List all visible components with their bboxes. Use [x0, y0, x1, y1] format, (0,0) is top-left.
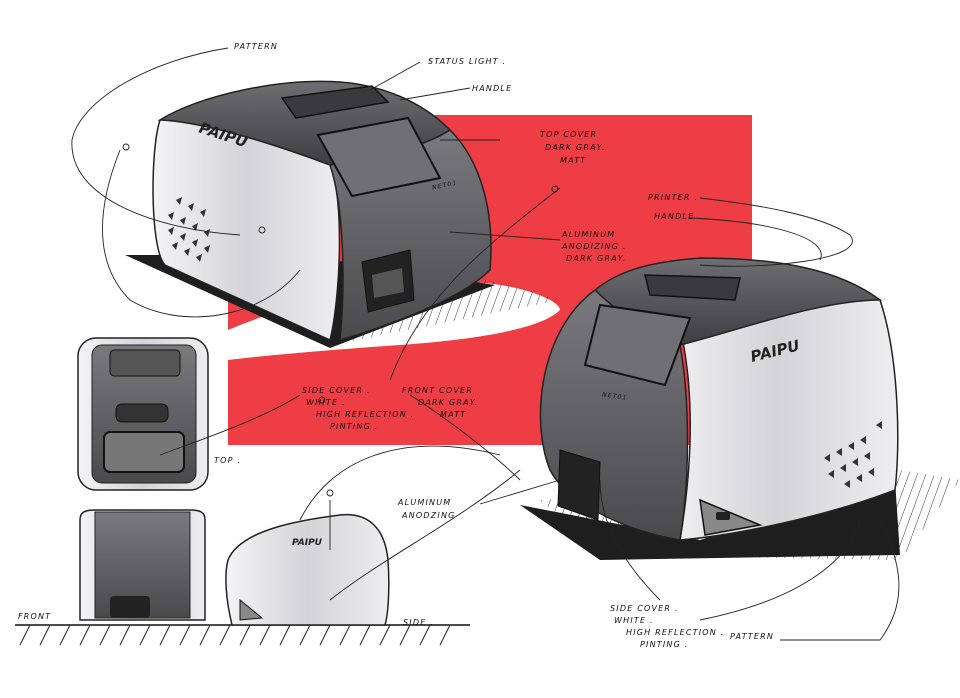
label-front-view: FRONT	[18, 612, 52, 621]
label-side-view: SIDE .	[403, 618, 434, 627]
label-side-cover-left-finish: HIGH REFLECTION .	[316, 410, 415, 419]
label-side-cover-right-coating: PINTING .	[640, 640, 689, 649]
label-front-cover: FRONT COVER	[402, 386, 474, 395]
label-top-cover: TOP COVER	[540, 130, 598, 139]
label-side-cover-right-finish: HIGH REFLECTION .	[626, 628, 725, 637]
label-top-cover-finish: MATT	[560, 156, 587, 165]
label-aluminum-anodizing-process: ANODZING	[402, 511, 456, 520]
top-view-render	[77, 337, 209, 491]
label-side-cover-left-coating: PINTING .	[330, 422, 379, 431]
label-front-cover-finish: MATT	[440, 410, 467, 419]
side-view-render: PAIPU	[225, 513, 390, 626]
label-side-cover-right-color: WHITE .	[614, 616, 654, 625]
label-top-view: TOP .	[214, 456, 242, 465]
label-top-cover-color: DARK GRAY.	[545, 143, 606, 152]
label-aluminum-anodizing: ALUMINUM	[398, 498, 452, 507]
brand-logo-side: PAIPU	[292, 538, 323, 548]
label-printer: PRINTER .	[648, 193, 699, 202]
main-printer-render: PAIPU	[125, 80, 560, 348]
construction-lines	[71, 47, 900, 641]
label-side-cover-left: SIDE COVER .	[302, 386, 371, 395]
label-aluminum-dark-color: DARK GRAY.	[566, 254, 627, 263]
right-printer-render: PAIPU	[520, 257, 960, 560]
label-aluminum-dark: ALUMINUM	[562, 230, 616, 239]
label-front-cover-color: DARK GRAY.	[418, 398, 479, 407]
label-handle-right: HANDLE	[654, 212, 695, 221]
label-side-cover-left-color: WHITE .	[306, 398, 346, 407]
label-pattern-bottom: PATTERN	[730, 632, 775, 641]
label-handle-top: HANDLE	[472, 84, 513, 93]
front-view-render	[15, 509, 470, 646]
label-aluminum-dark-process: ANODIZING .	[562, 242, 627, 251]
label-status-light: STATUS LIGHT .	[428, 57, 507, 66]
label-side-cover-right: SIDE COVER .	[610, 604, 679, 613]
label-pattern-top: PATTERN	[234, 42, 279, 51]
